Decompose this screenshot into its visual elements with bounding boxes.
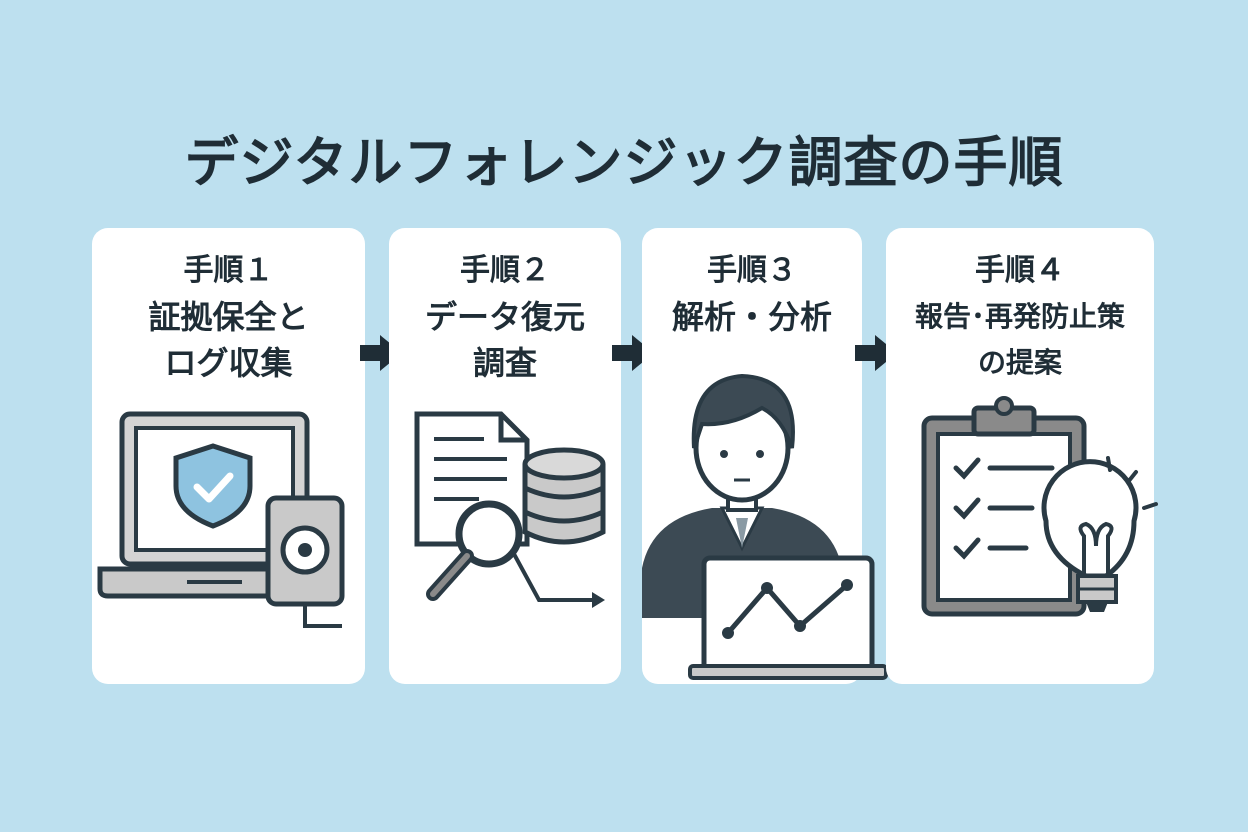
step-card-4: 手順４ 報告･再発防止策 の提案 — [886, 228, 1158, 684]
step-card-1: 手順１ 証拠保全と ログ収集 — [92, 228, 365, 684]
clipboard-lightbulb-icon — [921, 396, 1158, 617]
step-number: 手順３ — [707, 253, 797, 288]
step-label-line: 調査 — [472, 344, 537, 382]
step-number: 手順４ — [975, 253, 1065, 288]
step-label-line: 解析・分析 — [671, 298, 832, 336]
step-card-3: 手順３ 解析・分析 — [642, 228, 888, 684]
arrow-right-icon — [612, 335, 654, 371]
step-label-line: 証拠保全と — [148, 298, 309, 336]
step-label-line: の提案 — [977, 346, 1062, 379]
document-database-magnifier-icon — [414, 411, 606, 608]
analyst-laptop-chart-icon — [642, 373, 888, 680]
page-title: デジタルフォレンジック調査の手順 — [184, 131, 1064, 194]
step-label-line: ログ収集 — [164, 344, 293, 382]
step-card-2: 手順２ データ復元 調査 — [389, 228, 621, 684]
laptop-shield-drive-icon — [97, 411, 345, 628]
step-number: 手順１ — [183, 253, 274, 288]
arrow-right-icon — [360, 335, 402, 371]
step-number: 手順２ — [460, 253, 550, 288]
step-label-line: データ復元 — [424, 298, 585, 336]
step-label-line: 報告･再発防止策 — [914, 300, 1125, 333]
arrow-right-icon — [855, 335, 897, 371]
